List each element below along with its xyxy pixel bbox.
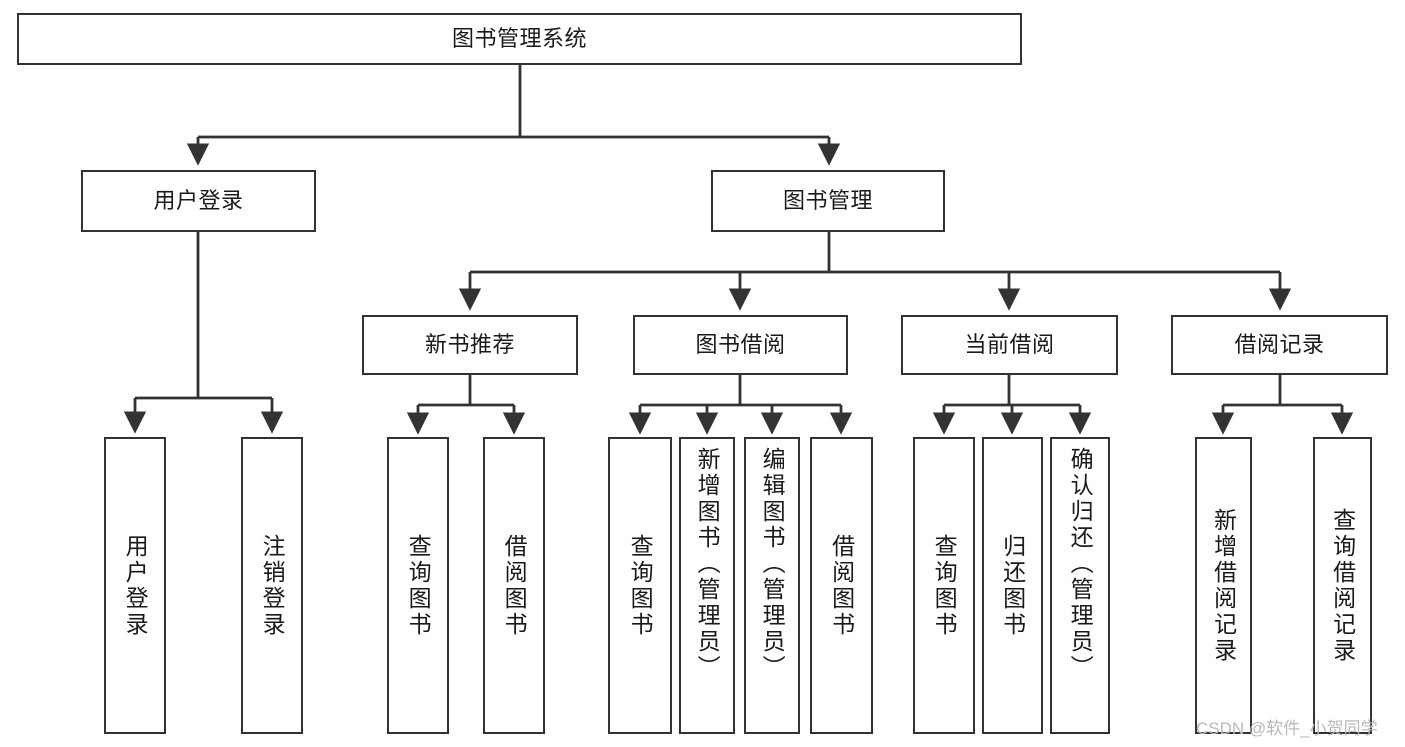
node-label-leaf-add-book: 新增图书（管理员）: [694, 447, 721, 681]
node-label-new-book-recommend: 新书推荐: [424, 332, 515, 358]
node-leaf-query-book-current[interactable]: 查询图书: [913, 437, 975, 734]
node-new-book-recommend[interactable]: 新书推荐: [362, 315, 578, 375]
node-leaf-logout[interactable]: 注销登录: [241, 437, 303, 734]
node-user-login[interactable]: 用户登录: [81, 170, 316, 232]
node-label-leaf-return-book: 归还图书: [999, 533, 1026, 638]
node-label-leaf-add-borrow-record: 新增借阅记录: [1210, 507, 1237, 664]
node-label-leaf-query-borrow-record: 查询借阅记录: [1329, 507, 1356, 664]
node-label-leaf-borrow-book-recommend: 借阅图书: [501, 533, 528, 638]
node-leaf-confirm-return[interactable]: 确认归还（管理员）: [1050, 437, 1110, 734]
node-label-book-borrow: 图书借阅: [695, 332, 786, 358]
node-root-system[interactable]: 图书管理系统: [17, 13, 1022, 65]
node-borrow-record[interactable]: 借阅记录: [1171, 315, 1388, 375]
node-label-leaf-borrow-book: 借阅图书: [828, 533, 855, 638]
node-leaf-query-book-recommend[interactable]: 查询图书: [387, 437, 449, 734]
node-label-leaf-user-login: 用户登录: [122, 533, 149, 638]
node-current-borrow[interactable]: 当前借阅: [901, 315, 1118, 375]
node-book-management[interactable]: 图书管理: [711, 170, 945, 232]
node-label-root: 图书管理系统: [451, 26, 587, 52]
node-label-current-borrow: 当前借阅: [964, 332, 1055, 358]
node-leaf-edit-book[interactable]: 编辑图书（管理员）: [744, 437, 800, 734]
node-leaf-user-login[interactable]: 用户登录: [104, 437, 166, 734]
node-label-book-management: 图书管理: [782, 188, 873, 214]
node-leaf-add-book[interactable]: 新增图书（管理员）: [679, 437, 735, 734]
node-book-borrow[interactable]: 图书借阅: [633, 315, 848, 375]
node-label-leaf-edit-book: 编辑图书（管理员）: [759, 447, 786, 681]
node-label-user-login: 用户登录: [153, 188, 244, 214]
node-label-leaf-confirm-return: 确认归还（管理员）: [1067, 447, 1094, 681]
node-label-leaf-query-book-current: 查询图书: [931, 533, 958, 638]
watermark-text: CSDN @软件_小贺同学: [1196, 719, 1378, 738]
node-leaf-borrow-book-recommend[interactable]: 借阅图书: [483, 437, 545, 734]
node-label-leaf-query-book-borrow: 查询图书: [627, 533, 654, 638]
node-leaf-query-borrow-record[interactable]: 查询借阅记录: [1313, 437, 1372, 734]
node-label-leaf-logout: 注销登录: [259, 533, 286, 638]
node-leaf-add-borrow-record[interactable]: 新增借阅记录: [1195, 437, 1252, 734]
node-leaf-return-book[interactable]: 归还图书: [982, 437, 1043, 734]
node-label-borrow-record: 借阅记录: [1234, 332, 1325, 358]
node-leaf-borrow-book[interactable]: 借阅图书: [810, 437, 873, 734]
node-leaf-query-book-borrow[interactable]: 查询图书: [608, 437, 672, 734]
node-label-leaf-query-book-recommend: 查询图书: [405, 533, 432, 638]
